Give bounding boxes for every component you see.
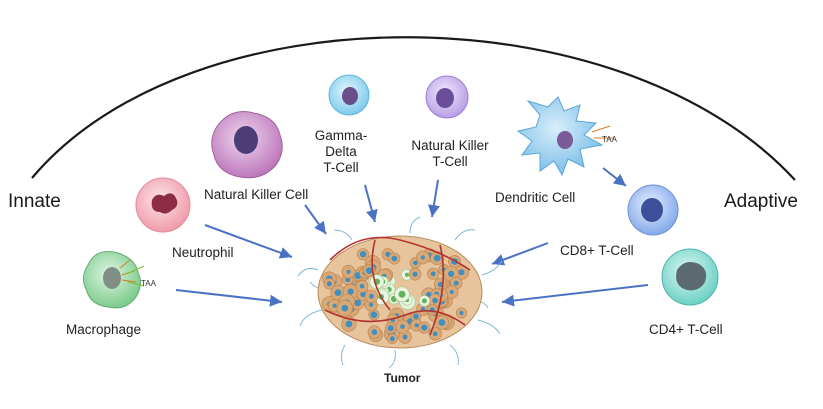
tumor-cell-nucleus	[413, 313, 419, 320]
nkt-cell	[425, 75, 469, 119]
tumor-vessels	[297, 216, 503, 369]
tumor-cell-nucleus	[449, 290, 454, 294]
tumor-cell-nucleus	[404, 272, 409, 277]
tumor-blood-vessels	[324, 236, 471, 336]
innate-adaptive-arc	[31, 36, 796, 181]
tumor-cell-nucleus	[420, 255, 425, 260]
tumor-cell-nucleus	[432, 297, 438, 304]
cd8-label: CD8+ T-Cell	[560, 243, 634, 258]
adaptive-label: Adaptive	[724, 191, 798, 212]
tumor-label: Tumor	[384, 371, 421, 385]
arrow-gamma-delta	[364, 184, 378, 223]
arrow-nkt	[427, 179, 440, 218]
dendritic-taa-label: TAA	[602, 135, 617, 144]
cd4-label: CD4+ T-Cell	[649, 322, 723, 337]
gamma-delta-label-line1: Gamma-	[314, 128, 368, 143]
gamma-delta-label-line2: Delta	[325, 144, 357, 159]
tumor-cell-nucleus	[412, 271, 418, 277]
tumor-cell-nucleus	[326, 281, 332, 287]
tumor-cell-nucleus	[346, 269, 351, 274]
tumor-cell-nucleus	[453, 280, 459, 286]
tumor-cell-nucleus	[371, 329, 378, 335]
tumor-cell-nucleus	[370, 311, 378, 319]
tumor-cell-nucleus	[421, 324, 428, 331]
tumor-mass	[297, 216, 503, 369]
tumor-cell-nucleus	[413, 260, 418, 266]
tumor-cell-nucleus	[345, 320, 353, 328]
tumor-cell-nucleus	[369, 293, 374, 299]
innate-label: Innate	[8, 191, 61, 212]
arrow-cd4	[501, 284, 649, 307]
tumor-cell-nucleus	[398, 290, 406, 298]
tumor-cell-nucleus	[387, 325, 394, 332]
neutrophil-label: Neutrophil	[172, 245, 234, 260]
arrows	[175, 167, 649, 307]
tumor-cell-nucleus	[448, 270, 455, 277]
arrow-neutrophil	[204, 224, 293, 259]
nk-cell-label: Natural Killer Cell	[204, 187, 309, 202]
tumor-cell-nucleus	[334, 289, 342, 296]
tumor-cell-nucleus	[400, 324, 405, 329]
gamma-delta-label: Gamma- Delta T-Cell	[305, 128, 377, 176]
macrophage-label: Macrophage	[66, 322, 142, 337]
tumor-cell-nucleus	[359, 251, 367, 258]
tumor-cell-nucleus	[430, 271, 436, 277]
tumor-cell-nucleus	[432, 331, 438, 337]
tumor-cell-nucleus	[332, 303, 337, 308]
tumor-cell-nucleus	[347, 288, 354, 295]
tumor-cell-nucleus	[421, 298, 427, 304]
tumor-cell-nucleus	[354, 299, 362, 307]
cd8-cell	[627, 184, 679, 236]
tumor-cell-nucleus	[459, 310, 464, 316]
gamma-delta-label-line3: T-Cell	[323, 160, 359, 175]
tumor-cell-nucleus	[402, 334, 408, 340]
macrophage-cell	[82, 251, 145, 309]
tumor-cell-nucleus	[438, 319, 446, 326]
neutrophil-cell	[135, 177, 191, 233]
gamma-delta-cell	[328, 74, 370, 116]
tumor-cell-nucleus	[437, 281, 444, 288]
arrow-dendritic-to-cd8	[602, 167, 627, 187]
tumor-cell-nucleus	[389, 336, 395, 342]
dendritic-cell	[516, 96, 614, 177]
tumor-cell-nucleus	[360, 291, 366, 298]
nkt-label-line1: Natural Killer	[411, 138, 489, 153]
tumor-cell-nucleus	[359, 283, 365, 289]
arrow-macrophage	[175, 289, 283, 307]
tumor-cell-nucleus	[414, 323, 419, 328]
nkt-label: Natural Killer T-Cell	[400, 138, 500, 170]
tumor-cell-nucleus	[433, 254, 441, 262]
tumor-cell-nucleus	[341, 304, 349, 312]
arrow-cd8	[491, 242, 549, 266]
tumor-cell-nucleus	[369, 302, 374, 307]
macrophage-taa-label: TAA	[141, 279, 156, 288]
tumor-cell-nucleus	[458, 269, 465, 276]
tumor-cell-nucleus	[391, 255, 398, 262]
arrow-nk-cell	[304, 204, 327, 235]
nkt-label-line2: T-Cell	[432, 154, 468, 169]
tumor-cell-nucleus	[365, 267, 373, 274]
nk-cell	[211, 111, 283, 179]
dendritic-cell-label: Dendritic Cell	[495, 190, 576, 205]
cd4-cell	[661, 248, 719, 306]
